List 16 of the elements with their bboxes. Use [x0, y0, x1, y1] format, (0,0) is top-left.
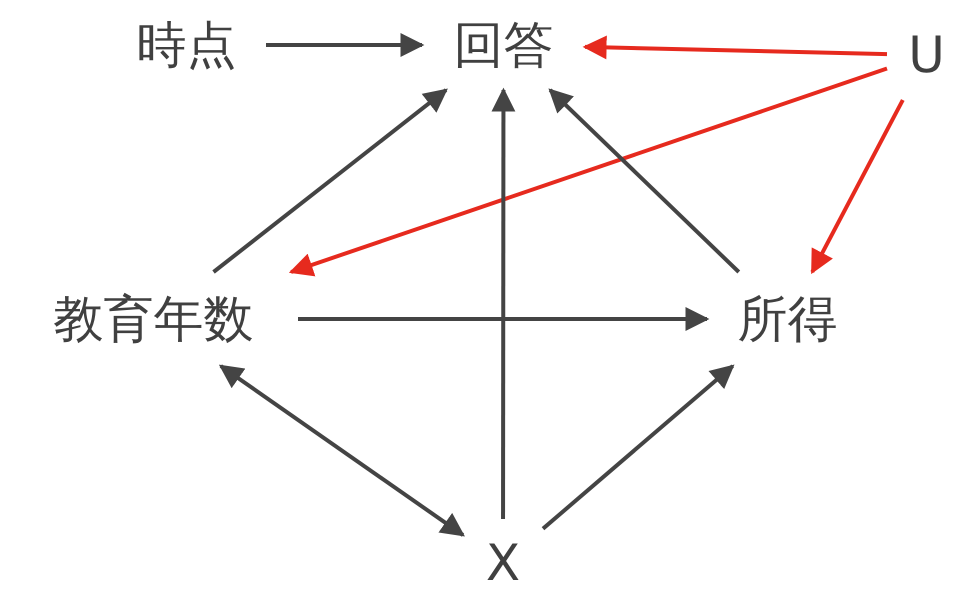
node-label: U: [905, 28, 948, 82]
arrow: [212, 88, 448, 274]
node-label: 時点: [125, 18, 248, 72]
arrow: [582, 35, 888, 60]
arrow: [491, 88, 516, 519]
arrow: [542, 364, 735, 530]
arrow: [288, 66, 888, 276]
arrow: [548, 88, 740, 274]
node-label: 回答: [440, 18, 567, 72]
arrow: [298, 307, 710, 331]
arrow: [266, 33, 424, 57]
node-label: X: [481, 537, 525, 589]
arrow: [218, 364, 465, 537]
node-label: 所得: [725, 290, 850, 348]
arrow: [810, 99, 905, 274]
node-label: 教育年数: [27, 290, 280, 348]
